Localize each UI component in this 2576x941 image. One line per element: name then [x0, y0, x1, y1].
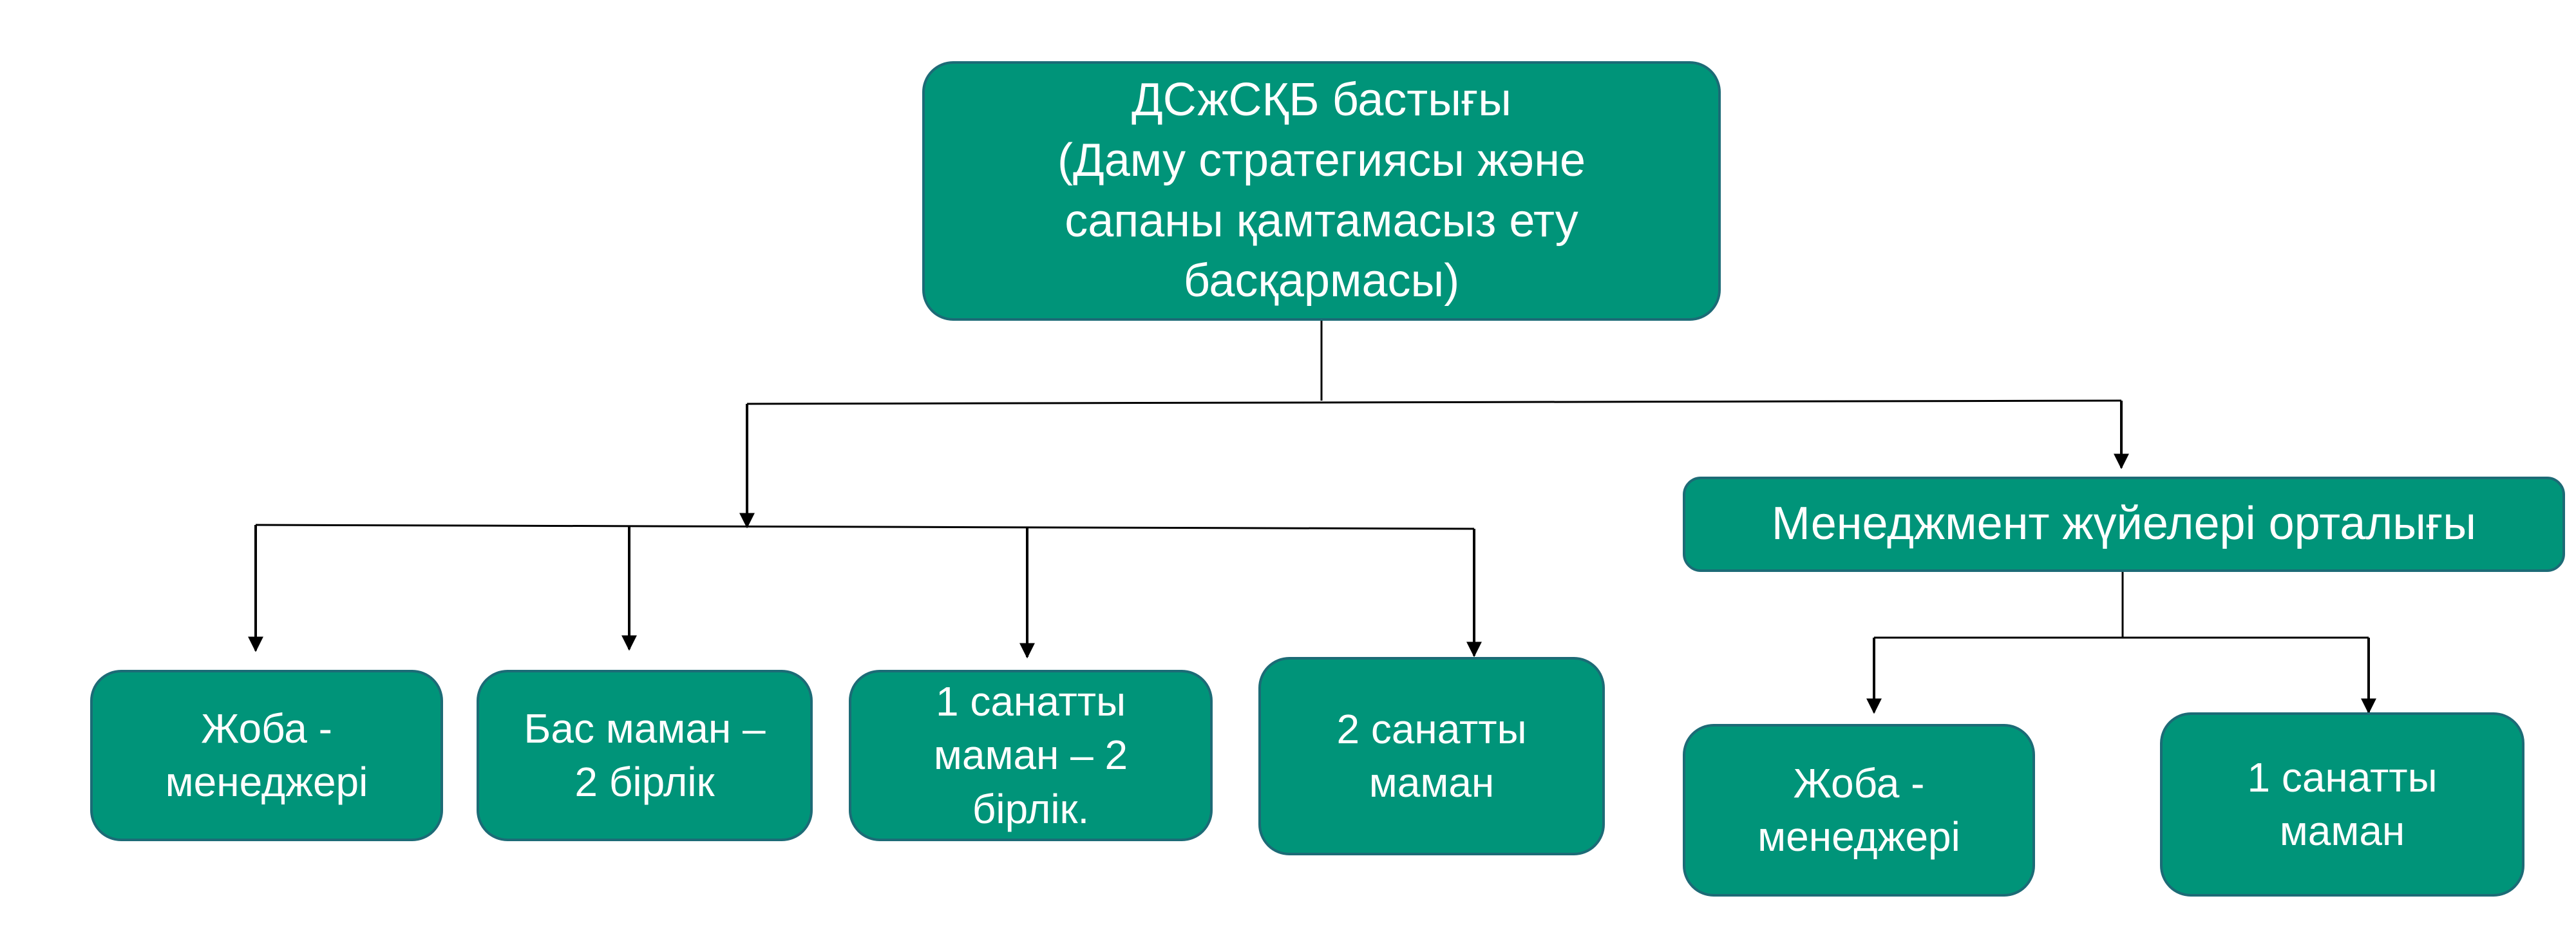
- department-child-node: Бас маман – 2 бірлік: [477, 670, 813, 841]
- department-child-node: 2 санатты маман: [1258, 657, 1605, 855]
- management-center-label: Менеджмент жүйелері орталығы: [1771, 498, 2477, 550]
- department-child-label: 1 санатты маман – 2 бірлік.: [933, 678, 1128, 832]
- center-child-label: Жоба - менеджері: [1757, 759, 1960, 860]
- department-child-label: Жоба - менеджері: [165, 705, 368, 805]
- management-center-node: Менеджмент жүйелері орталығы: [1683, 477, 2565, 572]
- connector-department-horizontal: [255, 524, 1475, 530]
- head-node-label: ДСжСҚБ бастығы (Даму стратегиясы және са…: [1057, 74, 1586, 307]
- center-child-label: 1 санатты маман: [2247, 754, 2438, 854]
- department-child-label: Бас маман – 2 бірлік: [524, 705, 766, 805]
- department-child-label: 2 санатты маман: [1336, 705, 1527, 806]
- department-child-node: 1 санатты маман – 2 бірлік.: [849, 670, 1213, 841]
- department-child-node: Жоба - менеджері: [90, 670, 443, 841]
- head-node: ДСжСҚБ бастығы (Даму стратегиясы және са…: [922, 61, 1721, 321]
- center-child-node: 1 санатты маман: [2160, 712, 2524, 897]
- connector-main-horizontal: [746, 399, 2122, 405]
- center-child-node: Жоба - менеджері: [1683, 724, 2035, 897]
